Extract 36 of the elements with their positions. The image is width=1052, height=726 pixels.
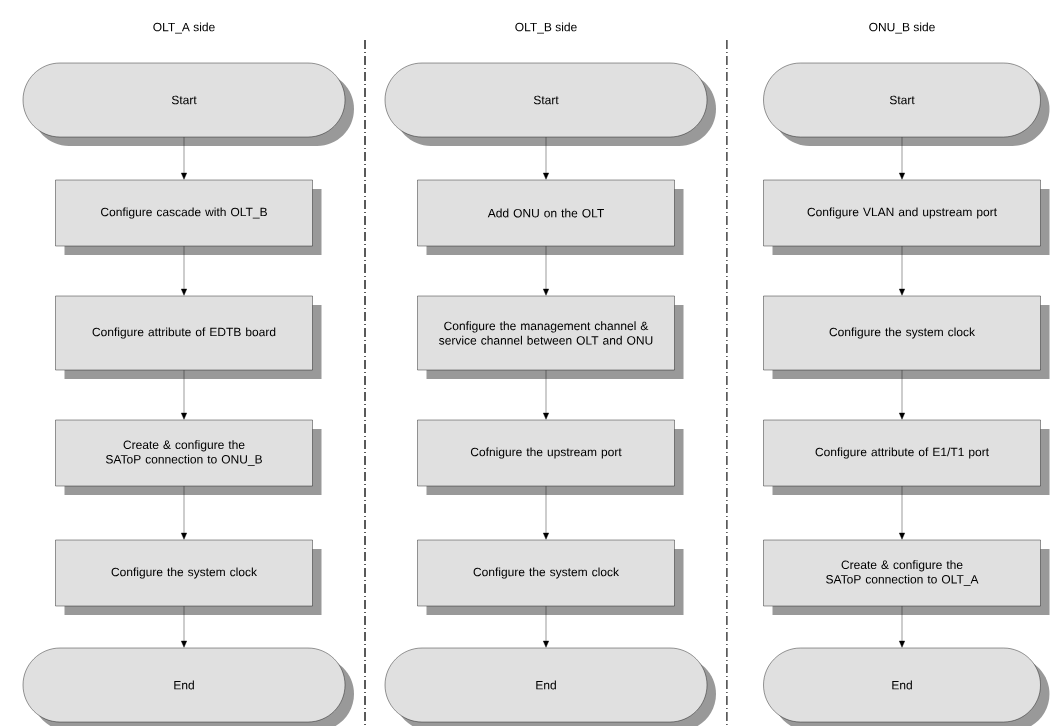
arrow [181,370,187,420]
label: OLT_B side [515,22,577,34]
arrow [899,246,905,296]
arrow [543,606,549,648]
label: OLT_A side [153,22,215,34]
process-box: Configure attribute of EDTB board [55,295,322,379]
process-box: Create & configure the SAToP connection to ONU_B [55,419,322,495]
process-box: Configure the system clock [763,295,1050,379]
arrow [899,606,905,648]
terminator-oval: End [22,647,354,726]
arrow [543,246,549,296]
arrow [181,246,187,296]
arrow [543,486,549,540]
arrow [899,370,905,420]
terminator-oval: Start [763,62,1050,146]
terminator-oval: End [763,647,1050,726]
process-box: Configure the system clock [417,539,684,615]
terminator-oval: Start [22,62,354,146]
process-box: Add ONU on the OLT [417,179,684,255]
arrow [181,486,187,540]
process-box: Configure VLAN and upstream port [763,179,1050,255]
arrow [181,606,187,648]
terminator-oval: End [384,647,716,726]
process-box: Configure attribute of E1/T1 port [763,419,1050,495]
process-box: Create & configure the SAToP connection to OLT_A [763,539,1050,615]
label: ONU_B side [869,22,935,34]
arrow [899,486,905,540]
arrow [899,137,905,180]
process-box: Configure the system clock [55,539,322,615]
process-box: Cofnigure the upstream port [417,419,684,495]
arrow [181,137,187,180]
arrow [543,370,549,420]
process-box: Configure the management channel & service channel between OLT and ONU [417,295,684,379]
arrow [543,137,549,180]
process-box: Configure cascade with OLT_B [55,179,322,255]
terminator-oval: Start [384,62,716,146]
